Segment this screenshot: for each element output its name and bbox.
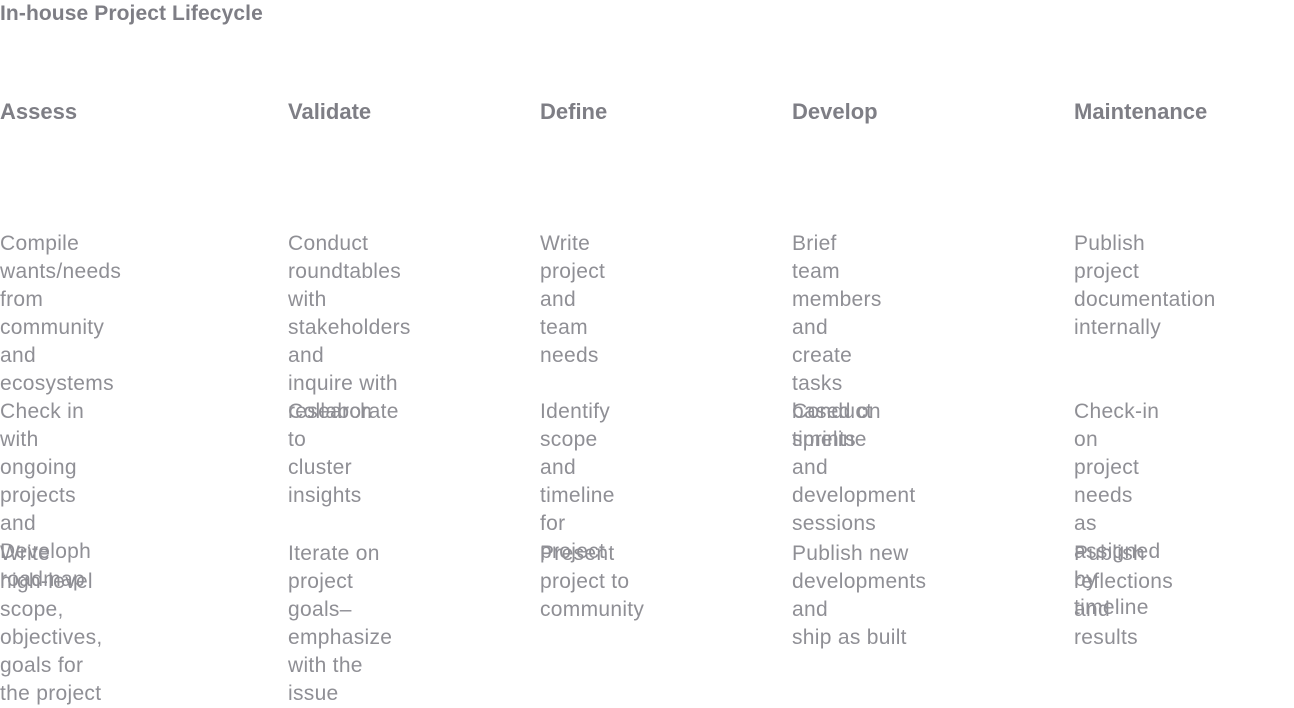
stage-header-validate: Validate (288, 99, 372, 124)
stage-header-assess: Assess (0, 99, 78, 124)
stage-step: Publish new developments and ship as bui… (792, 542, 927, 649)
stage-header-define: Define (540, 99, 608, 124)
stage-step: Write project and team needs (540, 232, 606, 367)
stage-step: Conduct roundtables with stakeholders an… (288, 232, 411, 423)
stage-step: Write high-level scope, objectives, goal… (0, 542, 103, 705)
stage-header-maintenance: Maintenance (1074, 99, 1208, 124)
stage-step: Conduct sprints and development sessions (792, 400, 916, 535)
stage-step: Publish project documentation internally (1074, 232, 1216, 339)
stage-step: Collaborate to cluster insights (288, 400, 399, 507)
page-title: In-house Project Lifecycle (0, 2, 263, 25)
stage-step: Present project to community (540, 542, 645, 621)
stage-step: Brief team members and create tasks base… (792, 232, 882, 451)
stage-step: Publish reflections and results (1074, 542, 1174, 649)
stage-header-develop: Develop (792, 99, 878, 124)
stage-step: Iterate on project goals–emphasize with … (288, 542, 393, 705)
stage-step: Check in with ongoing projects and Devel… (0, 400, 92, 591)
stage-step: Compile wants/needs from community and e… (0, 232, 122, 395)
stage-step: Identify scope and timeline for project (540, 400, 615, 563)
stage-step: Check-in on project needs as assigned by… (1074, 400, 1161, 619)
